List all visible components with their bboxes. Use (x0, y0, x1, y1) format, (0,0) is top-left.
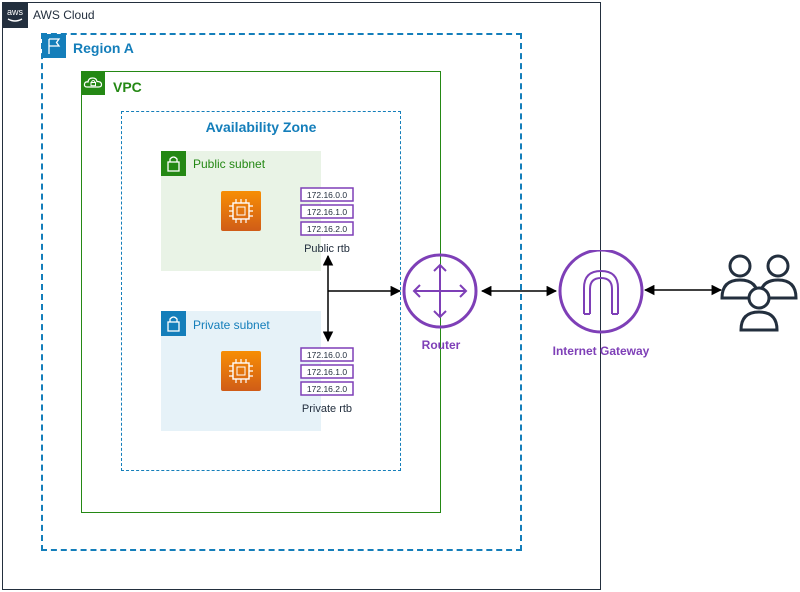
public-route-table-icon: 172.16.0.0 172.16.1.0 172.16.2.0 (300, 187, 354, 236)
router-label: Router (421, 338, 461, 352)
vpc-cloud-lock-icon (81, 71, 105, 95)
ec2-instance-icon (221, 351, 261, 391)
flag-icon (42, 34, 66, 58)
vpc-label: VPC (113, 79, 142, 95)
aws-logo-text: aws (7, 7, 24, 17)
private-route-entry: 172.16.2.0 (307, 384, 347, 394)
aws-cloud-group (2, 2, 601, 590)
public-route-entry: 172.16.1.0 (307, 207, 347, 217)
private-route-entry: 172.16.0.0 (307, 350, 347, 360)
public-rtb-label: Public rtb (304, 243, 350, 255)
lock-icon (161, 311, 186, 336)
private-route-table-icon: 172.16.0.0 172.16.1.0 172.16.2.0 (300, 347, 354, 396)
availability-zone-label: Availability Zone (205, 119, 317, 135)
ec2-instance-icon (221, 191, 261, 231)
internet-gateway-label: Internet Gateway (552, 344, 650, 358)
public-route-entry: 172.16.0.0 (307, 190, 347, 200)
lock-icon (161, 151, 186, 176)
region-label: Region A (73, 40, 134, 56)
users-icon (720, 254, 798, 332)
private-route-entry: 172.16.1.0 (307, 367, 347, 377)
private-subnet-label: Private subnet (193, 318, 270, 332)
aws-cloud-label: AWS Cloud (33, 8, 95, 22)
router-icon (402, 253, 478, 329)
public-subnet-label: Public subnet (193, 157, 266, 171)
aws-logo-icon: aws (2, 2, 28, 28)
public-route-entry: 172.16.2.0 (307, 224, 347, 234)
internet-gateway-icon (558, 250, 644, 334)
private-rtb-label: Private rtb (301, 403, 353, 415)
